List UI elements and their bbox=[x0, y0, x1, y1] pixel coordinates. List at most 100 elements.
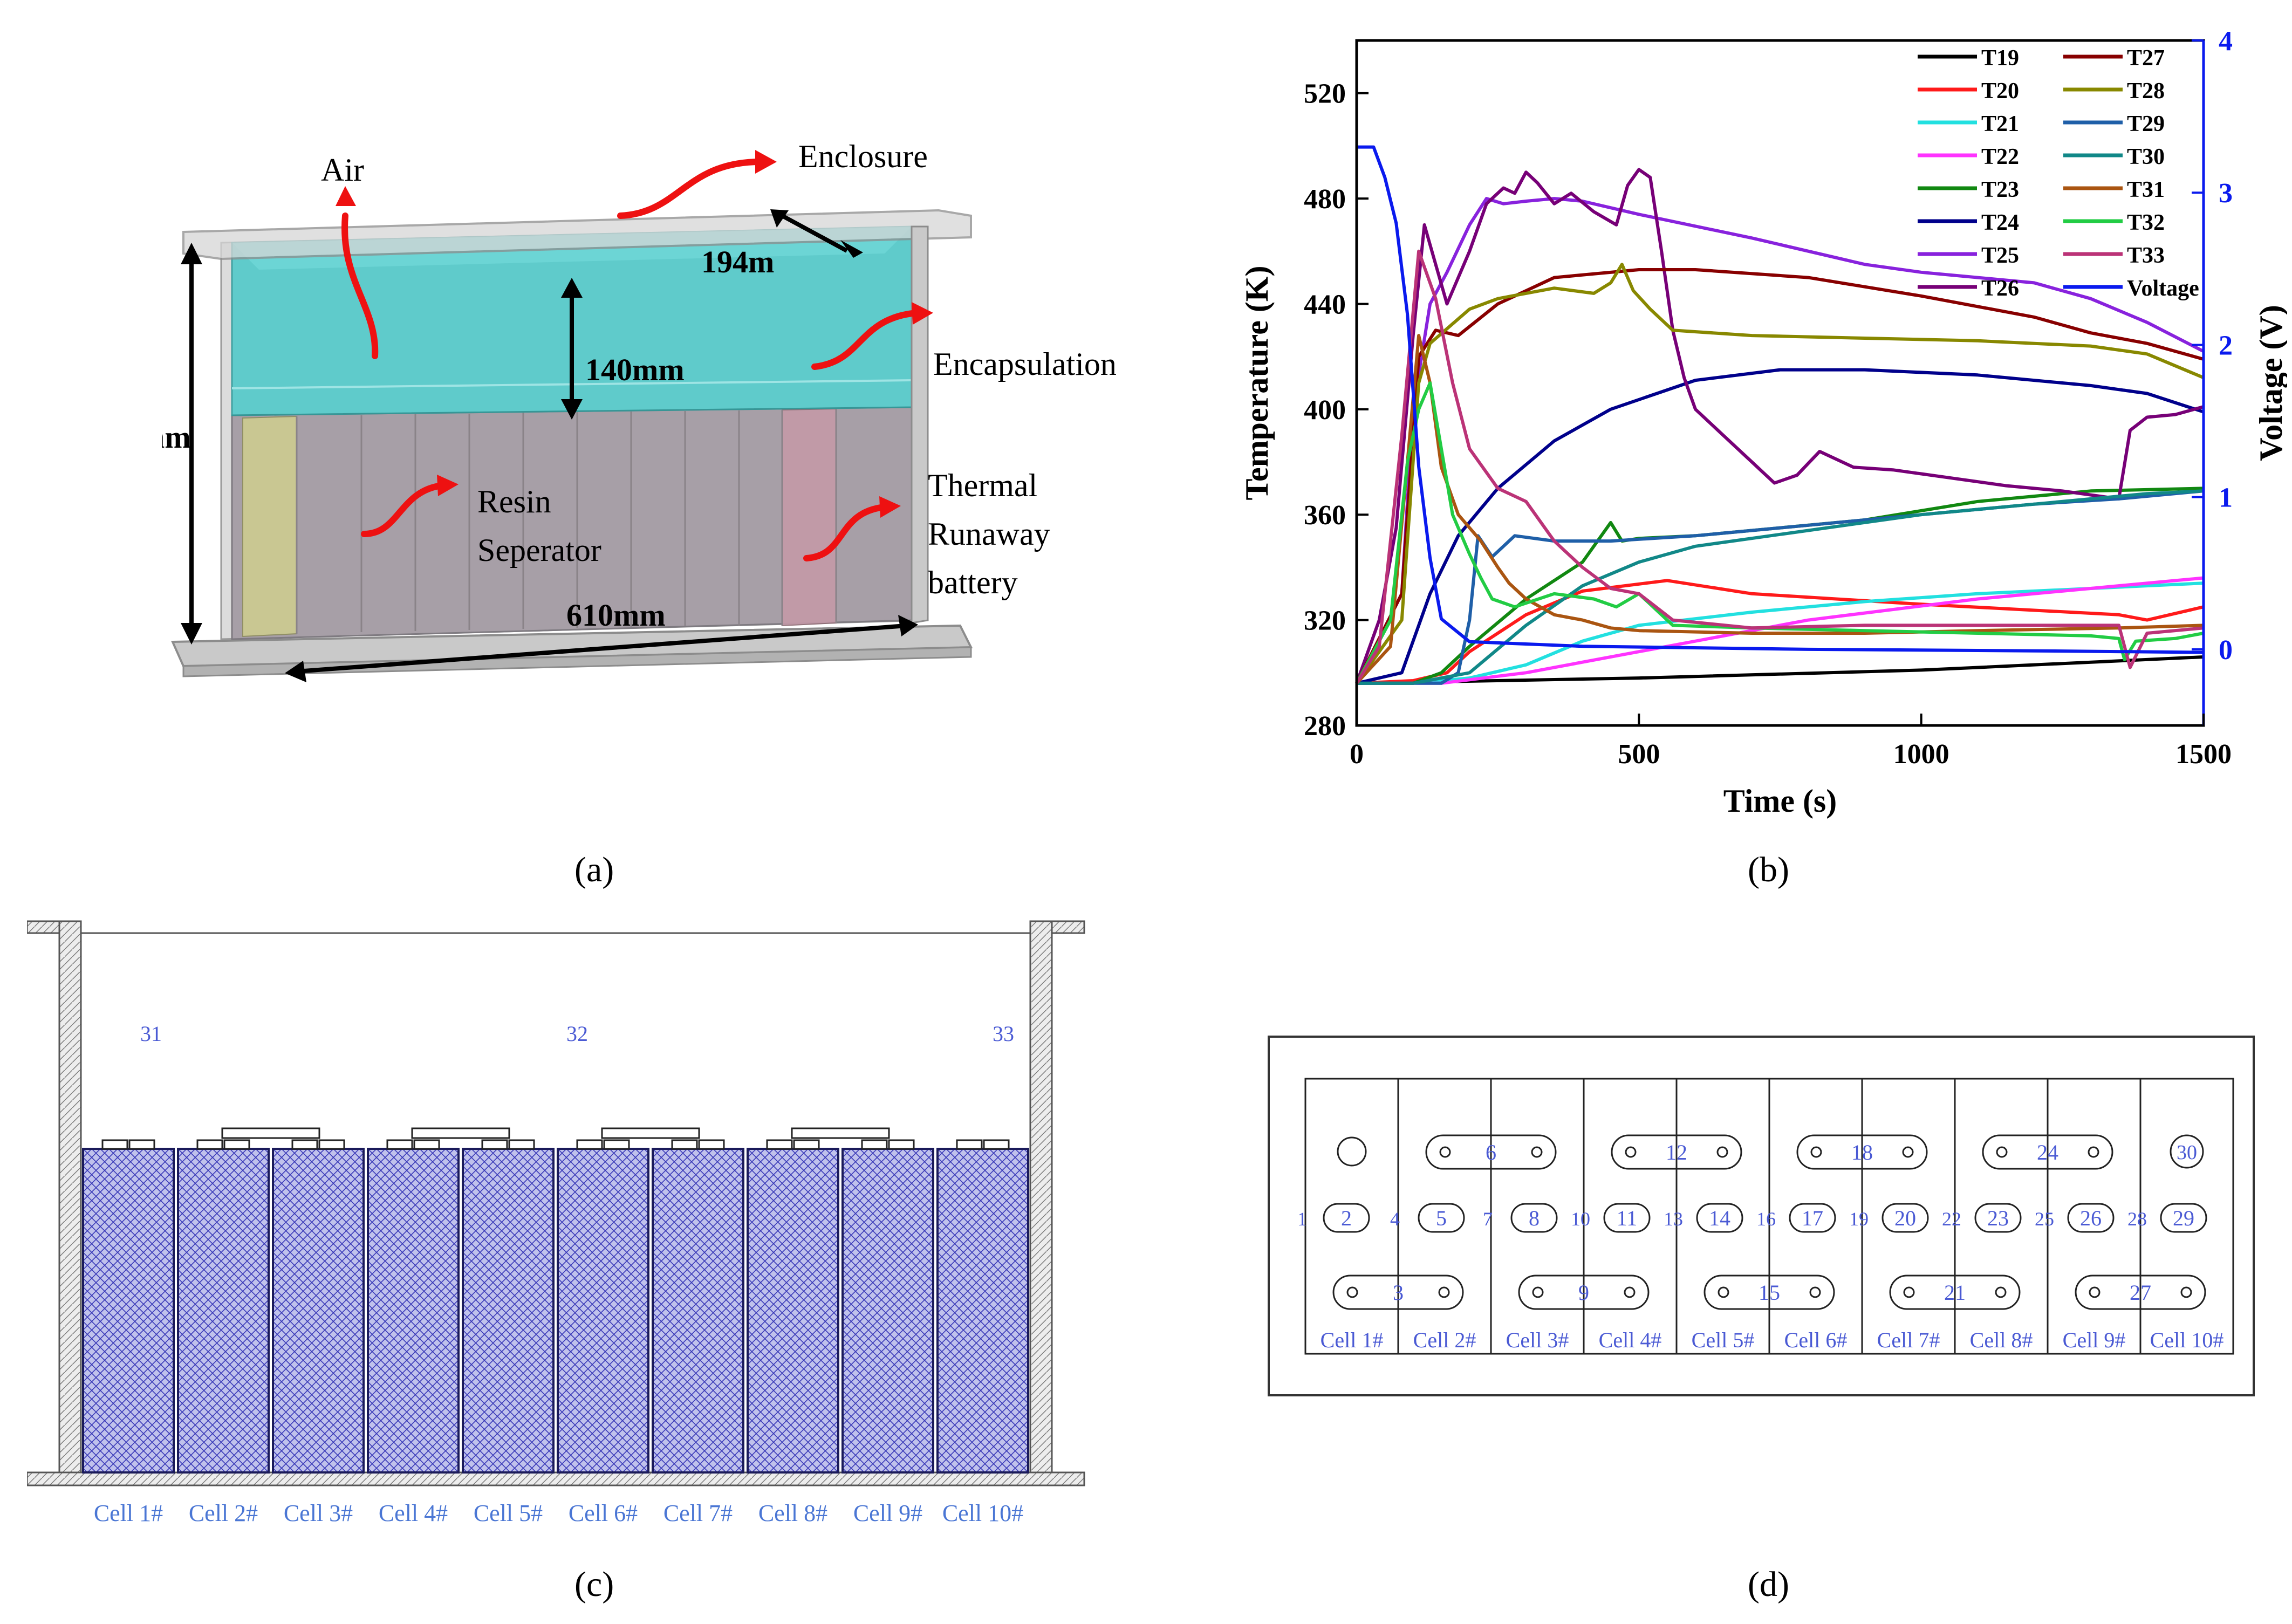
panel-a-figure: Air Enclosure Encapsulation Resin Sepera… bbox=[92, 135, 1187, 728]
cell-label: Cell 3# bbox=[284, 1500, 353, 1526]
height-dimension-label: 363mm bbox=[162, 420, 191, 455]
length-dimension-label: 610mm bbox=[566, 598, 666, 633]
bolt bbox=[1531, 1146, 1543, 1158]
bus-bar bbox=[221, 1127, 320, 1139]
cell-terminal bbox=[956, 1139, 983, 1150]
legend-label-t21: T21 bbox=[1981, 112, 2019, 136]
cell-terminal bbox=[386, 1139, 413, 1150]
legend-label-t32: T32 bbox=[2127, 210, 2165, 235]
probe-oval bbox=[1323, 1203, 1370, 1233]
length-dimension-line bbox=[296, 623, 907, 674]
cell-outline bbox=[1490, 1078, 1585, 1355]
bus-bar-oval bbox=[1796, 1134, 1928, 1170]
series-line-t33 bbox=[1355, 249, 2204, 684]
series-line-t28 bbox=[1355, 263, 2205, 684]
bolt bbox=[1346, 1286, 1358, 1298]
legend-label-t29: T29 bbox=[2127, 112, 2165, 136]
bus-bar-oval bbox=[1611, 1134, 1742, 1170]
shell-right bbox=[911, 225, 929, 624]
bus-bar bbox=[791, 1127, 890, 1139]
cell-terminal bbox=[671, 1139, 698, 1150]
cell-terminal bbox=[698, 1139, 725, 1150]
cell-terminal bbox=[576, 1139, 603, 1150]
runaway-flow-arrow bbox=[803, 504, 888, 561]
probe-number: 6 bbox=[1486, 1140, 1496, 1164]
legend-label-t25: T25 bbox=[1981, 243, 2019, 268]
cell-label: Cell 2# bbox=[1413, 1328, 1476, 1352]
panel-c-figure: Cell 1#Cell 2#Cell 3#Cell 4#Cell 5#Cell … bbox=[26, 912, 1106, 1532]
y2-tick-label: 3 bbox=[2219, 178, 2233, 209]
edge-probe-number: 19 bbox=[1849, 1208, 1869, 1230]
cell-dividers bbox=[296, 409, 837, 634]
legend-label-t26: T26 bbox=[1981, 276, 2019, 301]
probe-number: 18 bbox=[1851, 1140, 1873, 1164]
probe-oval bbox=[1882, 1203, 1929, 1233]
right-wall bbox=[1029, 920, 1053, 1478]
module-cross-section: Cell 1#Cell 2#Cell 3#Cell 4#Cell 5#Cell … bbox=[26, 920, 1085, 1526]
cell-terminal bbox=[318, 1139, 345, 1150]
thermal-label: Thermal bbox=[928, 468, 1037, 503]
bolt bbox=[1438, 1286, 1450, 1298]
bus-bar-oval bbox=[1425, 1134, 1557, 1170]
cell-terminal bbox=[481, 1139, 508, 1150]
cell-body bbox=[462, 1148, 555, 1474]
x-tick-label: 500 bbox=[1618, 739, 1660, 770]
cell-outline bbox=[1304, 1078, 1399, 1355]
probe-number: 3 bbox=[1393, 1280, 1404, 1305]
legend-label-t31: T31 bbox=[2127, 177, 2165, 202]
probe-number: 17 bbox=[1802, 1206, 1823, 1230]
cell-label: Cell 10# bbox=[2150, 1328, 2224, 1352]
cell-outline bbox=[2047, 1078, 2142, 1355]
cell-body bbox=[936, 1148, 1029, 1474]
bolt bbox=[1718, 1286, 1729, 1298]
probe-oval bbox=[1974, 1203, 2022, 1233]
x-tick-label: 0 bbox=[1350, 739, 1364, 770]
legend-label-t24: T24 bbox=[1981, 210, 2019, 235]
seperator-label: Seperator bbox=[477, 532, 601, 568]
y-tick-label: 440 bbox=[1304, 289, 1346, 320]
cell-label: Cell 7# bbox=[663, 1500, 733, 1526]
bolt bbox=[1624, 1286, 1636, 1298]
edge-probe-number: 25 bbox=[2035, 1208, 2054, 1230]
edge-probe-number: 28 bbox=[2127, 1208, 2147, 1230]
probe-number: 15 bbox=[1759, 1280, 1780, 1305]
series-line-t22 bbox=[1357, 576, 2204, 685]
edge-probe-number: 22 bbox=[1942, 1208, 1961, 1230]
cell-terminal bbox=[888, 1139, 915, 1150]
probe-number: 2 bbox=[1341, 1206, 1352, 1230]
cell-label: Cell 3# bbox=[1506, 1328, 1569, 1352]
probe-number: 5 bbox=[1436, 1206, 1447, 1230]
y-axis-label: Temperature (K) bbox=[1239, 266, 1275, 501]
bus-bar-oval bbox=[1889, 1274, 2021, 1310]
probe-number: 20 bbox=[1894, 1206, 1916, 1230]
flow-arrows bbox=[341, 159, 920, 561]
series-line-t27 bbox=[1355, 268, 2204, 684]
cell-terminal bbox=[291, 1139, 318, 1150]
legend-label-t27: T27 bbox=[2127, 46, 2165, 71]
probe-number: 24 bbox=[2037, 1140, 2058, 1164]
bolt bbox=[1439, 1146, 1451, 1158]
depth-dimension-label: 194m bbox=[701, 244, 774, 279]
bolt bbox=[1995, 1286, 2007, 1298]
cell-body bbox=[747, 1148, 839, 1474]
arrow-heads bbox=[336, 150, 933, 518]
cell-body bbox=[82, 1148, 175, 1474]
cell-label: Cell 6# bbox=[1784, 1328, 1848, 1352]
panel-c-caption: (c) bbox=[574, 1565, 614, 1604]
probe-oval bbox=[1510, 1203, 1558, 1233]
series-line-t30 bbox=[1357, 489, 2204, 685]
bus-bar-oval bbox=[1982, 1134, 2113, 1170]
probe-oval bbox=[1696, 1203, 1743, 1233]
y-tick-label: 520 bbox=[1304, 79, 1346, 109]
bus-bar-oval bbox=[1332, 1274, 1464, 1310]
legend-label-voltage: Voltage bbox=[2127, 276, 2199, 301]
bus-bar bbox=[411, 1127, 510, 1139]
legend-label-t30: T30 bbox=[2127, 145, 2165, 169]
y-tick-label: 280 bbox=[1304, 711, 1346, 742]
resin-separator-cell bbox=[242, 415, 297, 638]
cell-label: Cell 4# bbox=[1599, 1328, 1662, 1352]
cell-label: Cell 8# bbox=[1970, 1328, 2033, 1352]
y2-tick-label: 1 bbox=[2219, 483, 2233, 513]
probe-number: 29 bbox=[2173, 1206, 2194, 1230]
